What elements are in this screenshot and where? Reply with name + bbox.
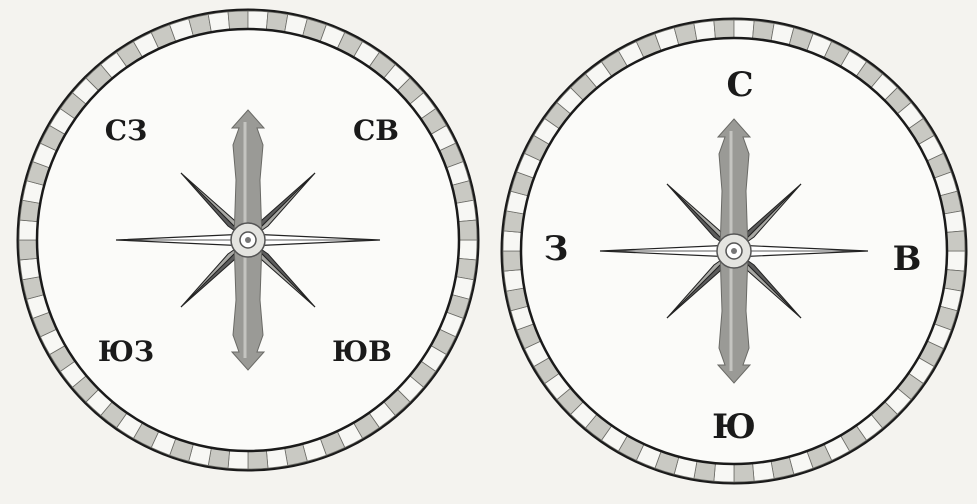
label-w: З (544, 229, 569, 269)
tick-segment (734, 20, 754, 39)
tick-segment (228, 450, 248, 469)
compass-right: С В Ю З (502, 19, 966, 483)
label-sw: ЮЗ (98, 335, 154, 368)
tick-segment (228, 11, 248, 30)
tick-segment (946, 251, 965, 271)
label-se: ЮВ (332, 335, 392, 368)
tick-segment (503, 251, 522, 271)
tick-segment (248, 11, 268, 30)
tick-segment (19, 220, 38, 240)
label-ne: СВ (353, 114, 399, 147)
tick-segment (946, 231, 965, 251)
tick-segment (734, 463, 754, 482)
tick-segment (714, 463, 734, 482)
compass-right-needle (717, 119, 751, 383)
tick-segment (458, 240, 477, 260)
tick-segment (19, 240, 38, 260)
label-n: С (726, 65, 753, 105)
label-nw: СЗ (105, 114, 147, 147)
compass-left: СЗ СВ ЮЗ ЮВ (18, 10, 478, 470)
tick-segment (503, 231, 522, 251)
tick-segment (248, 450, 268, 469)
tick-segment (458, 220, 477, 240)
tick-segment (714, 20, 734, 39)
label-e: В (893, 239, 922, 279)
label-s: Ю (712, 407, 756, 447)
compass-left-needle (231, 110, 265, 370)
